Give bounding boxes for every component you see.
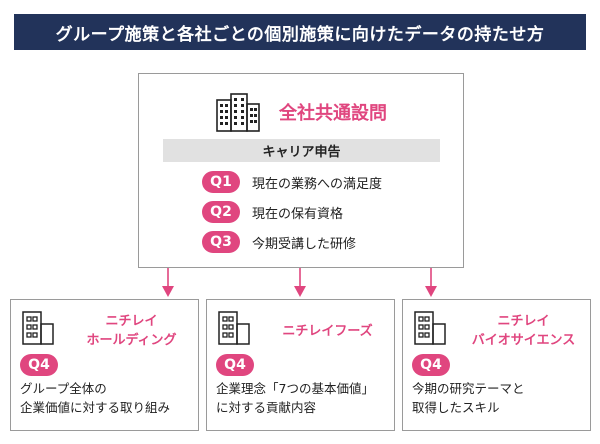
- question-row-q3: Q3 今期受講した研修: [202, 231, 356, 253]
- company-name: ニチレイフーズ: [282, 323, 373, 339]
- question-row-q2: Q2 現在の保有資格: [202, 201, 343, 223]
- office-building-icon: [216, 93, 260, 132]
- arrow-down-icon: [425, 268, 437, 297]
- question-text: 現在の業務への満足度: [252, 176, 383, 192]
- company-box-holdings: ニチレイ ホールディング Q4 グループ全体の 企業価値に対する取り組み: [10, 299, 199, 431]
- diagram-title: グループ施策と各社ごとの個別施策に向けたデータの持たせ方: [14, 14, 586, 50]
- question-badge: Q4: [412, 354, 450, 376]
- company-name: ニチレイ ホールディング: [86, 314, 177, 348]
- arrow-down-icon: [162, 268, 174, 297]
- company-name: ニチレイ バイオサイエンス: [471, 314, 576, 348]
- career-declaration-label: キャリア申告: [163, 139, 440, 162]
- question-text: 今期受講した研修: [252, 236, 357, 252]
- building-icon: [414, 311, 446, 345]
- arrow-down-icon: [294, 268, 306, 297]
- company-question-text: 今期の研究テーマと 取得したスキル: [412, 381, 525, 415]
- company-box-bioscience: ニチレイ バイオサイエンス Q4 今期の研究テーマと 取得したスキル: [402, 299, 591, 431]
- company-question-text: グループ全体の 企業価値に対する取り組み: [20, 381, 171, 415]
- question-badge: Q1: [202, 171, 240, 193]
- building-icon: [22, 311, 54, 345]
- question-badge: Q3: [202, 231, 240, 253]
- common-questions-title: 全社共通設問: [279, 103, 387, 124]
- common-questions-header: 全社共通設問: [139, 90, 463, 134]
- company-question-text: 企業理念「7つの基本価値」 に対する貢献内容: [216, 381, 374, 415]
- question-badge: Q2: [202, 201, 240, 223]
- question-badge: Q4: [216, 354, 254, 376]
- question-text: 現在の保有資格: [252, 206, 344, 222]
- question-badge: Q4: [20, 354, 58, 376]
- common-questions-box: 全社共通設問 キャリア申告 Q1 現在の業務への満足度 Q2 現在の保有資格 Q…: [138, 73, 464, 268]
- company-box-foods: ニチレイフーズ Q4 企業理念「7つの基本価値」 に対する貢献内容: [206, 299, 395, 431]
- building-icon: [218, 311, 250, 345]
- question-row-q1: Q1 現在の業務への満足度: [202, 171, 382, 193]
